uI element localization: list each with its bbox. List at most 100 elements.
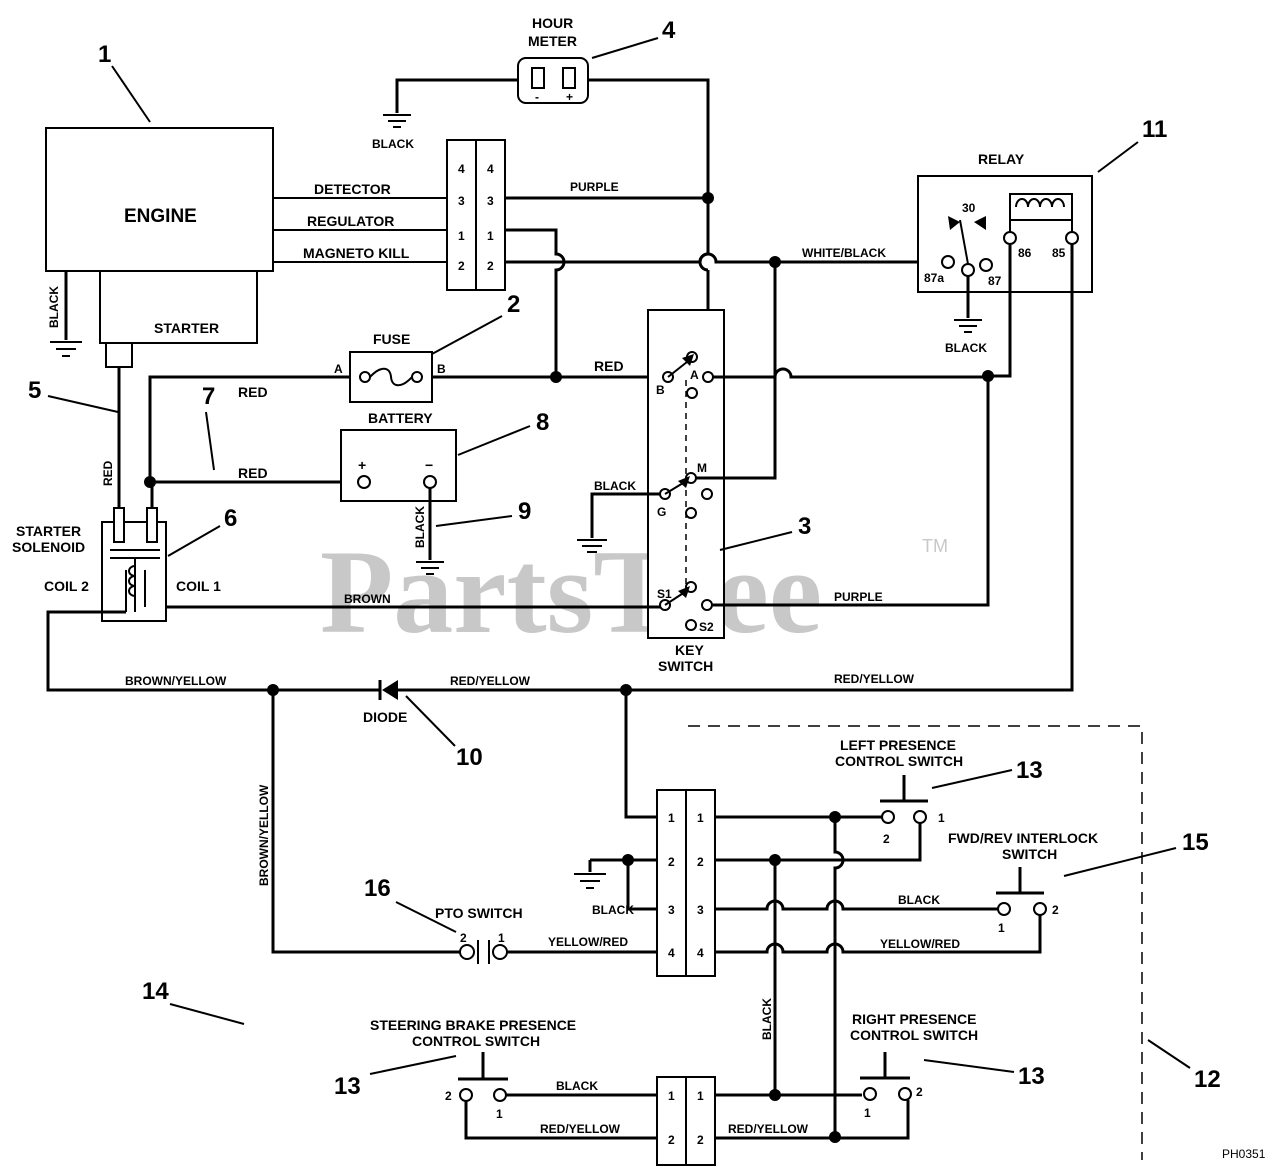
callout-14: 14: [142, 978, 169, 1005]
svg-text:1: 1: [458, 229, 465, 243]
hour-label: HOUR: [532, 15, 573, 31]
relay-ground-label: BLACK: [945, 341, 987, 355]
svg-text:S1: S1: [657, 587, 672, 601]
optional-kit-boundary: [688, 725, 1143, 1160]
svg-text:3: 3: [668, 903, 675, 917]
svg-text:2: 2: [883, 832, 890, 846]
pto-switch: 2 1: [459, 931, 508, 964]
key-label: KEY: [675, 642, 704, 658]
svg-text:B: B: [656, 383, 665, 397]
svg-text:86: 86: [1018, 246, 1032, 260]
svg-text:2: 2: [445, 1089, 452, 1103]
callout-12: 12: [1194, 1066, 1221, 1093]
black-wire-label-fwd: BLACK: [898, 893, 940, 907]
red-yellow-label-diode: RED/YELLOW: [450, 674, 531, 688]
pto-label: PTO SWITCH: [435, 905, 523, 921]
svg-text:A: A: [690, 368, 699, 382]
svg-text:2: 2: [668, 855, 675, 869]
red-wire-label-battery: RED: [238, 465, 268, 481]
hour-meter-box: [517, 57, 589, 104]
engine-box: [45, 127, 274, 272]
callout-6: 6: [224, 505, 237, 532]
black-wire-label-vertical: BLACK: [760, 998, 774, 1040]
starter-terminal: [105, 342, 133, 368]
battery-ground-label: BLACK: [413, 506, 427, 548]
svg-text:3: 3: [487, 194, 494, 208]
callout-15: 15: [1182, 829, 1209, 856]
svg-text:1: 1: [697, 811, 704, 825]
callout-4: 4: [662, 17, 676, 44]
svg-text:+: +: [358, 457, 366, 473]
yellow-red-label-pto: YELLOW/RED: [548, 935, 628, 949]
key-black-label: BLACK: [594, 479, 636, 493]
fwd-rev-label-1: FWD/REV INTERLOCK: [948, 830, 1098, 846]
svg-text:-: -: [535, 90, 539, 104]
engine-ground-symbol: [50, 341, 82, 357]
regulator-label: REGULATOR: [307, 213, 394, 229]
purple-wire-label-top: PURPLE: [570, 180, 619, 194]
fuse-label: FUSE: [373, 331, 410, 347]
callout-16: 16: [364, 875, 391, 902]
starter-box: [99, 270, 258, 344]
watermark: PartsTree: [320, 525, 822, 658]
coil1-label: COIL 1: [176, 578, 221, 594]
svg-text:2: 2: [697, 1133, 704, 1147]
left-presence-label-2: CONTROL SWITCH: [835, 753, 963, 769]
svg-text:−: −: [425, 457, 433, 473]
main-ground-symbol: [574, 873, 606, 889]
key-ground-symbol: [577, 539, 607, 553]
svg-text:A: A: [334, 362, 343, 376]
svg-text:1: 1: [496, 1107, 503, 1121]
right-presence-switch: 1 2: [860, 1052, 923, 1120]
relay-ground-symbol: [954, 319, 982, 333]
svg-text:4: 4: [668, 946, 675, 960]
callout-3: 3: [798, 513, 811, 540]
callout-10: 10: [456, 744, 483, 771]
battery-box: [340, 429, 457, 502]
svg-text:87a: 87a: [924, 271, 944, 285]
svg-text:1: 1: [668, 1089, 675, 1103]
callout-13-left: 13: [1016, 757, 1043, 784]
engine-ground-wire-label: BLACK: [47, 286, 61, 328]
right-presence-label-1: RIGHT PRESENCE: [852, 1011, 976, 1027]
coil2-label: COIL 2: [44, 578, 89, 594]
svg-text:4: 4: [458, 162, 465, 176]
starter-cable-label: RED: [101, 460, 115, 486]
svg-text:85: 85: [1052, 246, 1066, 260]
starter-label: STARTER: [154, 320, 219, 336]
svg-text:M: M: [697, 461, 707, 475]
fwd-rev-label-2: SWITCH: [1002, 846, 1057, 862]
callout-5: 5: [28, 377, 41, 404]
purple-wire-label-key: PURPLE: [834, 590, 883, 604]
magneto-kill-label: MAGNETO KILL: [303, 245, 410, 261]
detector-label: DETECTOR: [314, 181, 391, 197]
callouts: 1 2 3 4 5 6 7 8 9 10 11 12 13 13 13 14 1…: [28, 17, 1221, 1100]
callout-2: 2: [507, 291, 520, 318]
svg-text:2: 2: [668, 1133, 675, 1147]
red-yellow-label-bottom-right: RED/YELLOW: [728, 1122, 809, 1136]
red-yellow-label-bottom-left: RED/YELLOW: [540, 1122, 621, 1136]
svg-text:2: 2: [487, 259, 494, 273]
svg-text:2: 2: [1052, 903, 1059, 917]
svg-text:1: 1: [697, 1089, 704, 1103]
svg-text:+: +: [566, 90, 573, 104]
svg-text:1: 1: [498, 931, 505, 945]
watermark-tm: TM: [922, 536, 948, 556]
white-black-wire-label: WHITE/BLACK: [802, 246, 886, 260]
left-presence-switch: 2 1: [880, 775, 945, 846]
red-yellow-label-relay: RED/YELLOW: [834, 672, 915, 686]
svg-text:1: 1: [668, 811, 675, 825]
diode-symbol: [382, 680, 398, 700]
svg-text:3: 3: [697, 903, 704, 917]
solenoid-label: SOLENOID: [12, 539, 85, 555]
svg-text:G: G: [657, 505, 666, 519]
meter-ground-symbol: [383, 114, 411, 128]
red-wire-label-7: RED: [238, 384, 268, 400]
engine-label: ENGINE: [124, 206, 197, 227]
svg-text:1: 1: [864, 1106, 871, 1120]
starter-label-2: STARTER: [16, 523, 81, 539]
svg-text:S2: S2: [699, 620, 714, 634]
svg-text:2: 2: [697, 855, 704, 869]
black-wire-label-bottom: BLACK: [556, 1079, 598, 1093]
